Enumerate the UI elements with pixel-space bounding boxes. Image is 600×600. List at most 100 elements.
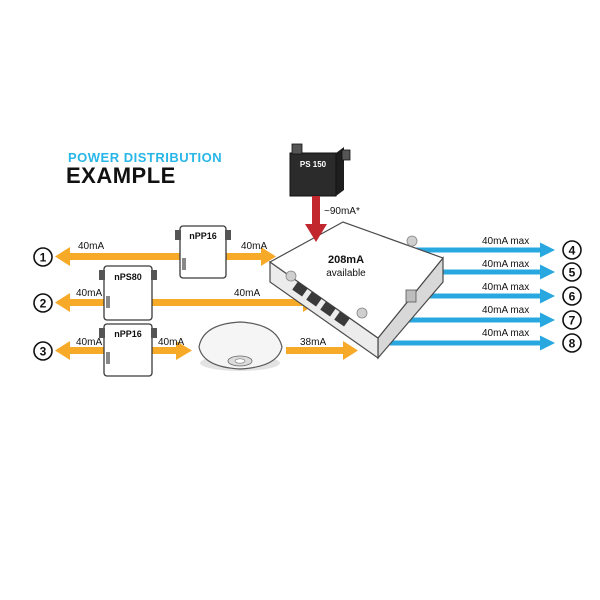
line-3-mid-label: 40mA [158,337,184,348]
nps80-device: nPS80 [99,265,157,321]
right-port-numbers: 4 5 6 7 8 [562,240,582,353]
port-7-badge: 7 [562,310,582,330]
npp16-top-device: nPP16 [175,225,231,279]
line-3-in-label: 40mA [76,337,102,348]
line-1-shaft-left [68,253,180,260]
npp16-top-label: nPP16 [189,231,217,241]
port-5-circle [562,262,582,282]
port-6-badge: 6 [562,286,582,306]
line-6-label: 40mA max [482,282,529,293]
ps-label: PS 150 [300,160,327,169]
port-6-circle [562,286,582,306]
line-7-label: 40mA max [482,305,529,316]
port-3-badge: 3 [33,341,53,361]
npp16-top-connector [175,230,181,240]
ceiling-sensor-device [198,321,283,371]
port-8-badge: 8 [562,333,582,353]
port-8-number: 8 [569,337,576,351]
ps-side-connector [341,149,351,161]
port-2-number: 2 [40,297,47,311]
line-3-shaft-right [286,347,344,354]
line-3-out-label: 38mA [300,337,326,348]
hub-port [334,311,350,327]
port-2-badge: 2 [33,293,53,313]
title-line-1: POWER DISTRIBUTION [68,150,223,165]
hub-mount-hole [356,307,368,319]
hub-port [320,301,336,317]
title-line-2: EXAMPLE [66,163,176,188]
port-4-badge: 4 [562,240,582,260]
line-5-label: 40mA max [482,259,529,270]
port-4-number: 4 [569,244,576,258]
hub-port [292,281,308,297]
line-1-out-label: 40mA [241,241,267,252]
port-8-circle [562,333,582,353]
npp16-top-connector [225,230,231,240]
hub-mount-hole [406,235,418,247]
npp16-top-side-port [182,258,186,270]
line-4-label: 40mA max [482,236,529,247]
nps80-connector [151,270,157,280]
port-3-circle [33,341,53,361]
port-2-circle [33,293,53,313]
line-2-out-label: 40mA [234,288,260,299]
port-1-number: 1 [40,251,47,265]
line-2-shaft-right [152,299,304,306]
npp16-bottom-label: nPP16 [114,329,142,339]
port-4-circle [562,240,582,260]
sensor-lens-center [234,358,246,364]
line-1-arrowhead-right [261,247,276,266]
ps-feed-arrow-shaft [312,196,320,226]
npp16-bottom-connector [99,328,105,338]
npp16-bottom-device: nPP16 [99,323,157,377]
port-1-badge: 1 [33,247,53,267]
npp16-bottom-side-port [106,352,110,364]
port-5-badge: 5 [562,262,582,282]
hub-status: available [326,268,366,279]
line-8-label: 40mA max [482,328,529,339]
line-1-arrowhead-left [55,247,70,266]
hub-port [306,291,322,307]
hub-device: 208mA available [268,221,444,360]
line-1: 40mA 40mA [55,241,276,266]
port-3-number: 3 [40,345,47,359]
ps-body [289,152,337,197]
line-3-arrowhead-mid [176,341,192,360]
line-3-shaft-mid [152,347,176,354]
line-2: 40mA 40mA [55,288,318,312]
line-1-shaft-right [226,253,262,260]
nps80-side-port [106,296,110,308]
port-7-circle [562,310,582,330]
port-5-number: 5 [569,266,576,280]
port-1-circle [33,247,53,267]
hub-side-connector [405,289,417,303]
line-2-shaft-left [68,299,104,306]
left-port-numbers: 1 2 3 [33,247,53,361]
port-6-number: 6 [569,290,576,304]
line-3-shaft-left [68,347,104,354]
hub-ports [292,281,350,327]
line-2-arrowhead-left [55,293,70,312]
ps-feed-arrowhead [305,224,327,242]
right-power-lines: 40mA max 40mA max 40mA max 40mA max 40mA… [388,236,555,351]
line-1-in-label: 40mA [78,241,104,252]
ps-top-connector [291,143,303,155]
nps80-body [103,265,153,321]
power-supply-device: PS 150 ~90mA* [289,143,360,242]
npp16-top-body [179,225,227,279]
nps80-connector [99,270,105,280]
port-7-number: 7 [569,314,576,328]
npp16-bottom-connector [151,328,157,338]
sensor-dome [198,321,283,370]
line-3: 40mA 40mA 38mA [55,337,358,360]
hub-mount-hole [285,270,297,282]
line-3-arrowhead-right [343,341,358,360]
ps-feed-label: ~90mA* [324,206,360,217]
line-2-in-label: 40mA [76,288,102,299]
line-3-arrowhead-left [55,341,70,360]
nps80-label: nPS80 [114,272,142,282]
hub-value: 208mA [328,254,364,266]
npp16-bottom-body [103,323,153,377]
